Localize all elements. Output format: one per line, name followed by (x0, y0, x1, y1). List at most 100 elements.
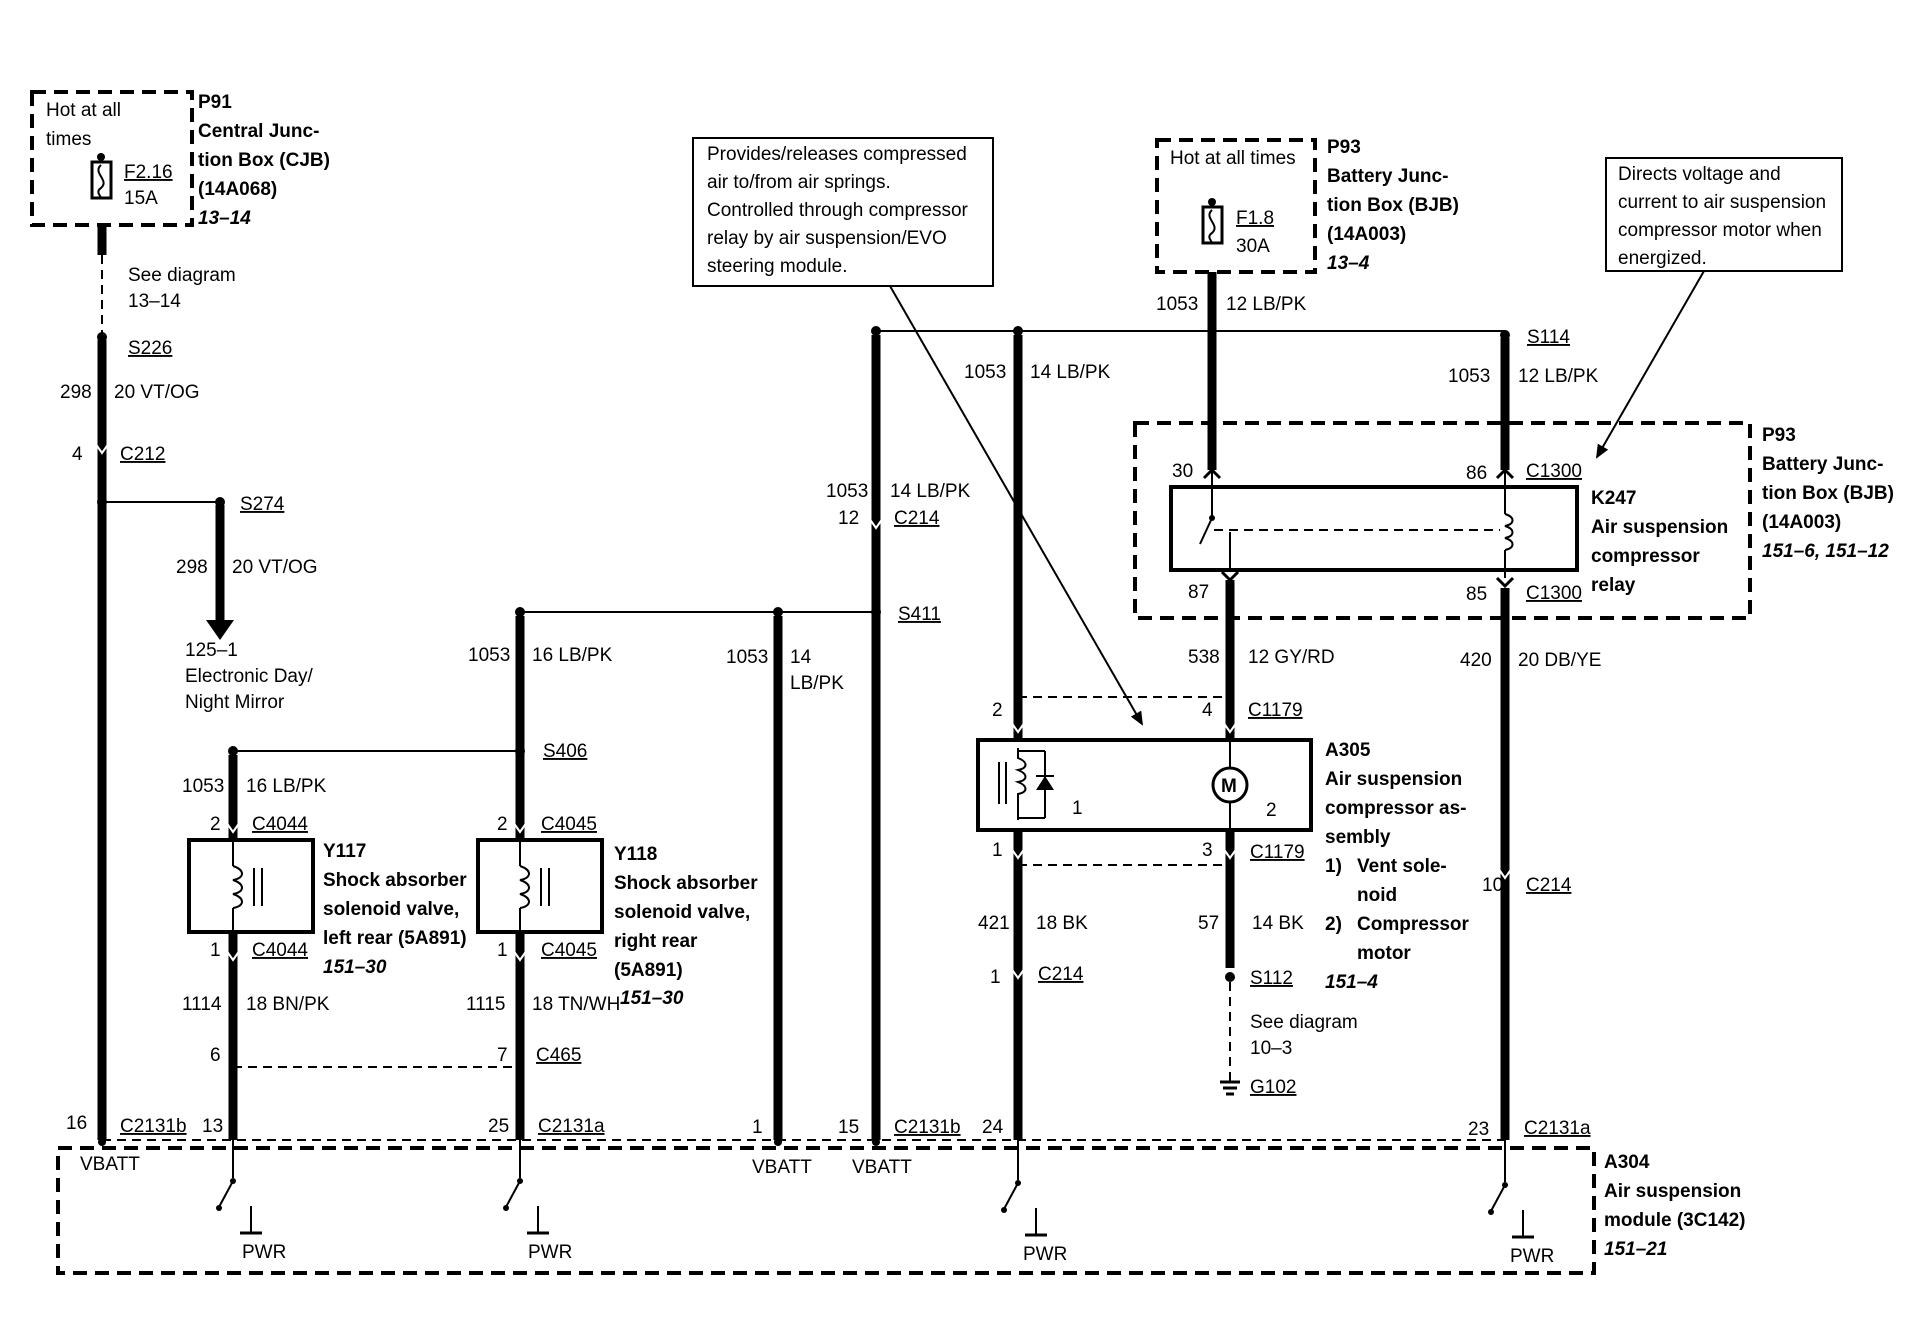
connector-c214-lower: C214 (1038, 964, 1084, 985)
vbatt-label-3: VBATT (852, 1157, 912, 1178)
a304-ref: 151–21 (1604, 1239, 1667, 1260)
k247-pin86: 86 (1466, 463, 1487, 484)
motor-symbol: M (1221, 776, 1237, 797)
p93-top-name-line1: Battery Junc- (1327, 166, 1448, 187)
k247-name-line1: Air suspension (1591, 517, 1728, 538)
mid-wiring (773, 326, 884, 1140)
note-relay-line3: compressor motor when (1618, 220, 1822, 241)
circuit-57: 57 (1198, 913, 1219, 934)
circuit-420: 420 (1460, 650, 1492, 671)
a305-item2-num: 2) (1325, 914, 1342, 935)
solenoid-y118-icon (519, 840, 550, 932)
relay-k247-box (1169, 485, 1579, 572)
k247-name-line3: relay (1591, 575, 1636, 596)
a304-name-line2: module (3C142) (1604, 1210, 1745, 1231)
a304-pin24: 24 (982, 1117, 1004, 1138)
see-diagram-1314: See diagram (128, 265, 236, 286)
note-compressor: Provides/releases compressed air to/from… (692, 137, 994, 287)
a304-pin1: 1 (752, 1117, 763, 1138)
circuit-1114: 1114 (182, 994, 222, 1015)
fuse-f18-id: F1.8 (1236, 208, 1274, 229)
a305-box (976, 738, 1313, 832)
connector-c214-right: C214 (1526, 875, 1572, 896)
circuit-538-color: 12 GY/RD (1248, 647, 1335, 668)
k247-name-line2: compressor (1591, 546, 1700, 567)
note-relay-line4: energized. (1618, 248, 1707, 269)
y118-name-line3: right rear (614, 931, 698, 952)
circuit-1114-color: 18 BN/PK (246, 994, 330, 1015)
circuit-1053-left-color: 14 LB/PK (1030, 362, 1111, 383)
circuit-1115-color: 18 TN/WH (532, 994, 620, 1015)
connector-c2131b-right: C2131b (894, 1117, 961, 1138)
c214-pin1: 1 (990, 967, 1001, 988)
pwr-switch-3-icon (1001, 1140, 1047, 1237)
c465-pin7: 7 (497, 1045, 508, 1066)
p93-top-name-line2: tion Box (BJB) (1327, 195, 1459, 216)
wire-298-left (94, 225, 234, 1140)
y117-pin1: 1 (210, 940, 221, 961)
see-diagram-103-ref: 10–3 (1250, 1038, 1292, 1059)
circuit-1053-c214: 1053 (826, 481, 868, 502)
connector-c1300-bottom: C1300 (1526, 583, 1582, 604)
y117-id: Y117 (323, 841, 366, 862)
p93-top-box (1155, 138, 1317, 274)
y118-name-line2: solenoid valve, (614, 902, 750, 923)
k247-id: K247 (1591, 488, 1636, 509)
p93-right-part: (14A003) (1762, 512, 1841, 533)
see-diagram-103: See diagram (1250, 1012, 1358, 1033)
y117-pin2: 2 (210, 814, 221, 835)
a304-pin16: 16 (66, 1113, 87, 1134)
a304-pin13: 13 (202, 1116, 223, 1137)
vbatt-label-2: VBATT (752, 1157, 812, 1178)
circuit-538: 538 (1188, 647, 1220, 668)
y117-name-line2: solenoid valve, (323, 899, 459, 920)
a305-pin2: 2 (992, 700, 1003, 721)
k247-pin87: 87 (1188, 582, 1209, 603)
compressor-motor-icon: M (1211, 740, 1249, 830)
y118-box (476, 838, 604, 934)
mirror-label-line1: Electronic Day/ (185, 666, 313, 687)
y118-pin1: 1 (497, 940, 508, 961)
circuit-1053-y117-color: 16 LB/PK (246, 776, 327, 797)
note-compressor-line5: steering module. (707, 256, 847, 277)
a305-pin4: 4 (1202, 700, 1213, 721)
p91-hot-line1: Hot at all (46, 100, 121, 121)
solenoid-y117-icon (232, 840, 263, 932)
a305-name-line2: compressor as- (1325, 798, 1467, 819)
pwr-switch-2-icon (503, 1140, 549, 1235)
splice-s274: S274 (240, 494, 285, 515)
connector-c212: C212 (120, 444, 165, 465)
p91-id: P91 (198, 92, 232, 113)
circuit-57-color: 14 BK (1252, 913, 1304, 934)
a305-name-line1: Air suspension (1325, 769, 1462, 790)
mirror-ref: 125–1 (185, 640, 238, 661)
a305-item2-line2: motor (1357, 943, 1411, 964)
a305-id: A305 (1325, 740, 1371, 761)
connector-c1179-bottom: C1179 (1250, 842, 1305, 863)
pwr-label-1: PWR (242, 1242, 286, 1263)
ground-icon (1220, 1072, 1240, 1096)
a305-ref: 151–4 (1325, 972, 1378, 993)
pwr-switch-1-icon (216, 1140, 262, 1235)
connector-c465: C465 (536, 1045, 581, 1066)
connector-c4044-bottom: C4044 (252, 940, 308, 961)
pwr-switch-4-icon (1488, 1140, 1534, 1239)
connector-c1179-top: C1179 (1248, 700, 1303, 721)
circuit-421-color: 18 BK (1036, 913, 1088, 934)
p93-right-box (1133, 421, 1752, 620)
a304-name-line1: Air suspension (1604, 1181, 1741, 1202)
pwr-label-2: PWR (528, 1242, 572, 1263)
connector-c4044-top: C4044 (252, 814, 308, 835)
splice-s112: S112 (1250, 968, 1293, 989)
circuit-298-color: 20 VT/OG (114, 382, 200, 403)
note-compressor-line4: relay by air suspension/EVO (707, 228, 947, 249)
y118-ref: 151–30 (620, 988, 684, 1009)
circuit-1053-y118: 1053 (468, 645, 510, 666)
splice-s411: S411 (898, 604, 941, 625)
k247-pin30: 30 (1172, 461, 1193, 482)
mirror-label-line2: Night Mirror (185, 692, 285, 713)
note-relay-line1: Directs voltage and (1618, 164, 1781, 185)
a305-inner-pin1: 1 (1072, 798, 1083, 819)
